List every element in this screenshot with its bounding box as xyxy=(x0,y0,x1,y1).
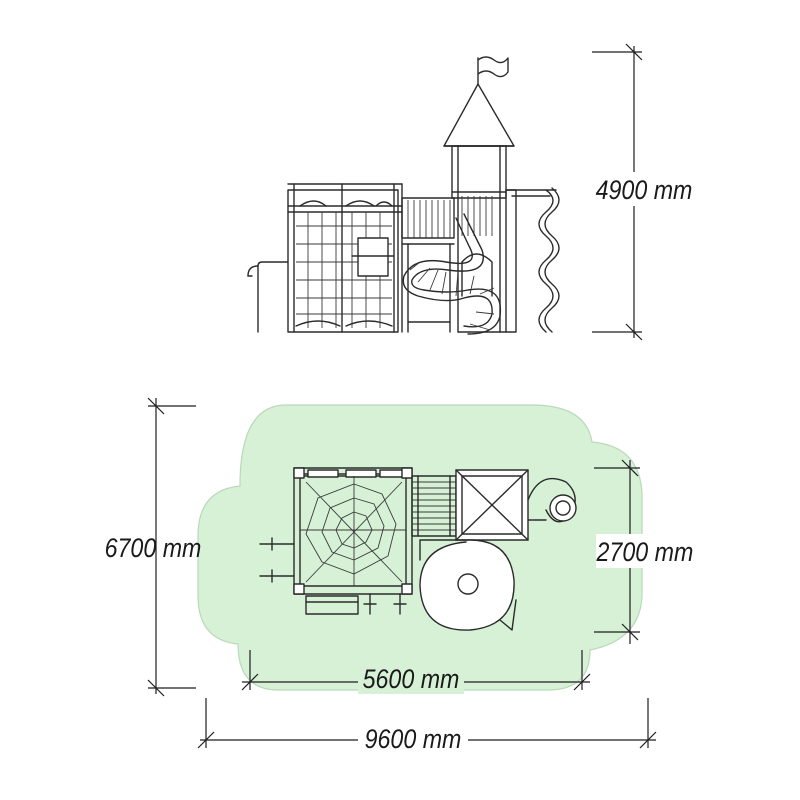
elevation-view: 4900 mm xyxy=(247,43,693,341)
height-dimension: 4900 mm xyxy=(592,43,693,341)
plan-bridge xyxy=(411,475,457,537)
width-structure-dimension: 5600 mm xyxy=(241,650,591,694)
height-label: 4900 mm xyxy=(596,175,693,205)
plan-tower-roof xyxy=(455,469,529,541)
plan-spiral-climber xyxy=(527,477,577,523)
width-structure-label: 5600 mm xyxy=(363,664,460,694)
elevation-handrail xyxy=(247,261,289,333)
elevation-tower xyxy=(443,56,557,333)
plan-tube-slide xyxy=(419,539,517,631)
depth-structure-label: 2700 mm xyxy=(596,537,694,567)
elevation-spiral-climber xyxy=(538,187,560,333)
depth-structure-dimension: 2700 mm xyxy=(594,459,694,644)
plan-view: 2700 mm 6700 mm 5600 mm xyxy=(105,397,694,756)
width-total-dimension: 9600 mm xyxy=(197,698,657,756)
width-total-label: 9600 mm xyxy=(365,724,462,754)
depth-total-dimension: 6700 mm xyxy=(105,397,202,697)
plan-net-deck xyxy=(259,467,413,615)
elevation-net-frame xyxy=(287,183,403,333)
depth-total-label: 6700 mm xyxy=(105,533,202,563)
elevation-spiral-slide xyxy=(402,213,502,335)
elevation-deck xyxy=(401,197,455,333)
